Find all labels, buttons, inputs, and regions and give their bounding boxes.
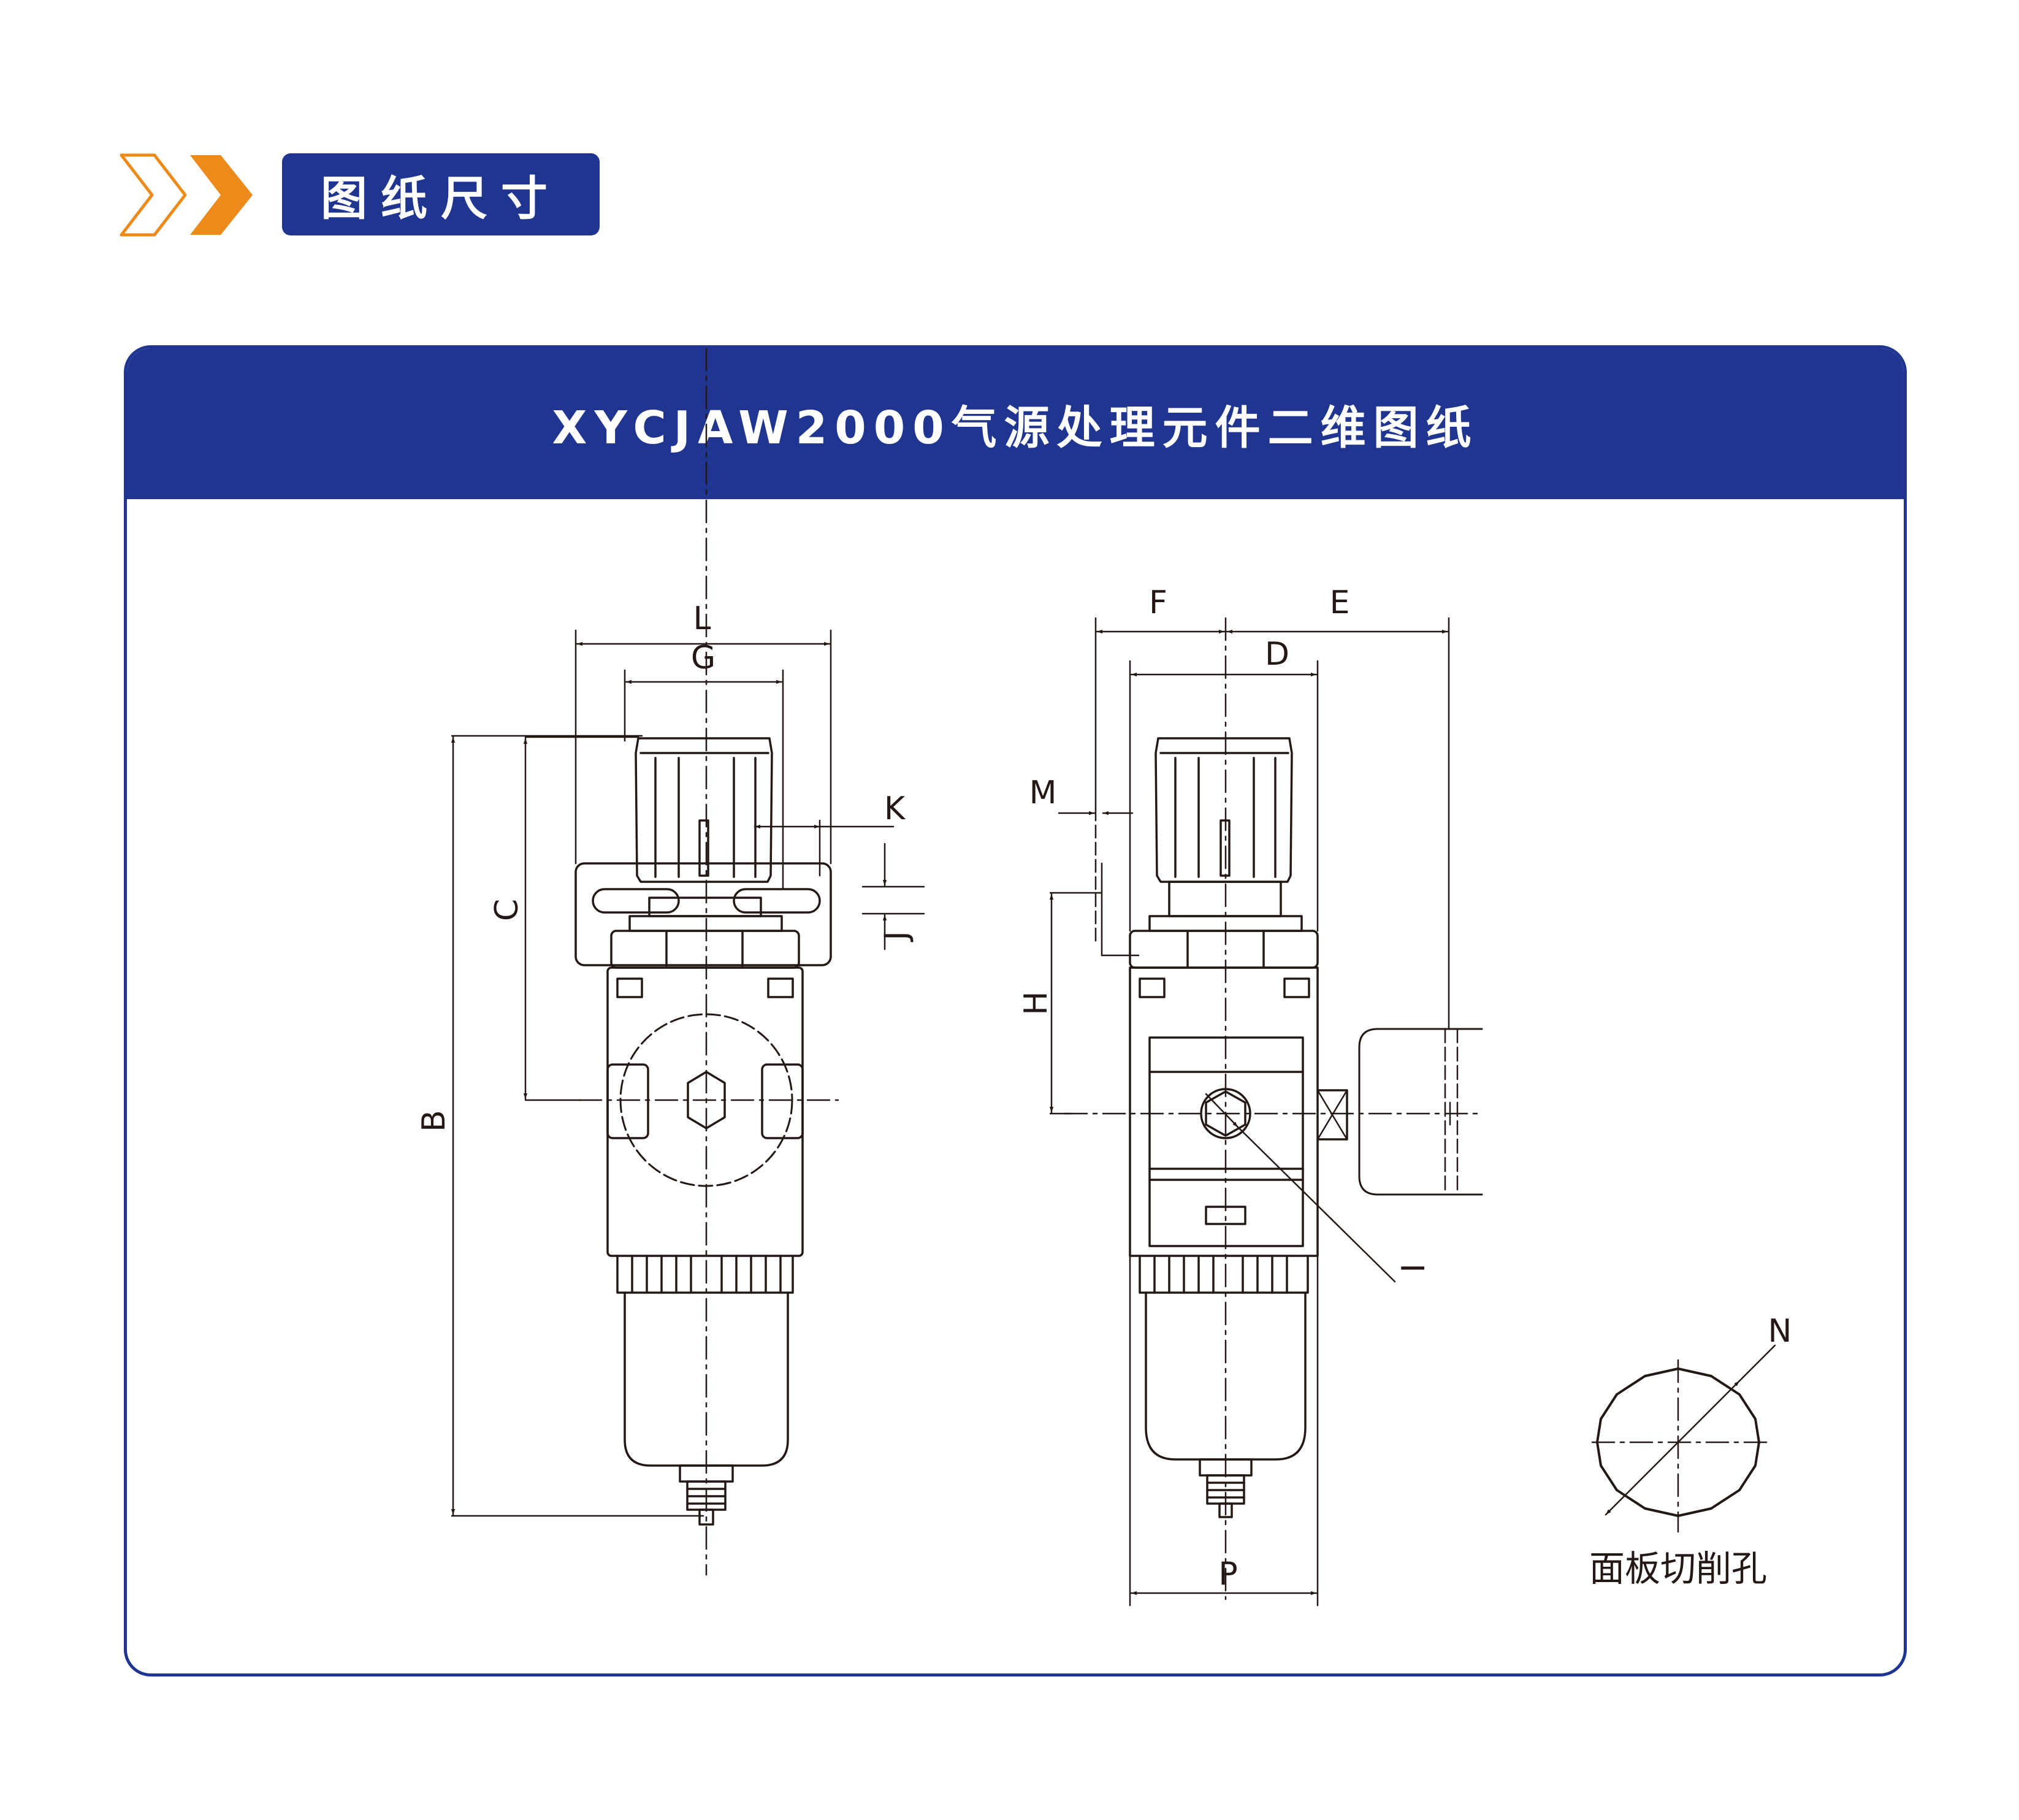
dim-label-M: M	[1029, 774, 1057, 811]
dim-label-D: D	[1265, 636, 1289, 673]
section-header: 图纸尺寸	[116, 152, 607, 238]
double-chevron-right-icon	[120, 153, 253, 237]
front-view	[451, 348, 925, 1576]
section-title: 图纸尺寸	[282, 153, 600, 235]
dim-label-F: F	[1149, 584, 1167, 621]
dimension-labels: L G K J C B F E D M H I P N 面板切削孔	[416, 584, 1792, 1592]
dim-label-L: L	[693, 600, 711, 637]
side-view	[1049, 617, 1483, 1607]
dim-label-K: K	[884, 790, 906, 827]
dim-label-G: G	[691, 640, 716, 676]
dim-label-I: I	[1395, 1263, 1432, 1272]
dim-label-B: B	[416, 1110, 452, 1132]
dim-label-C: C	[489, 899, 525, 921]
dim-label-H: H	[1018, 991, 1055, 1015]
drawing-card: XYCJAW2000气源处理元件二维图纸	[124, 345, 1907, 1677]
panel-cutout-caption: 面板切削孔	[1589, 1548, 1767, 1589]
dim-label-E: E	[1330, 584, 1350, 621]
dim-label-N: N	[1768, 1313, 1792, 1350]
dim-label-P: P	[1218, 1556, 1237, 1592]
panel-cutout	[1591, 1344, 1776, 1533]
technical-drawing: L G K J C B F E D M H I P N 面板切削孔	[416, 348, 1792, 1607]
card-title: XYCJAW2000气源处理元件二维图纸	[127, 348, 1904, 499]
dim-label-J: J	[878, 931, 915, 942]
